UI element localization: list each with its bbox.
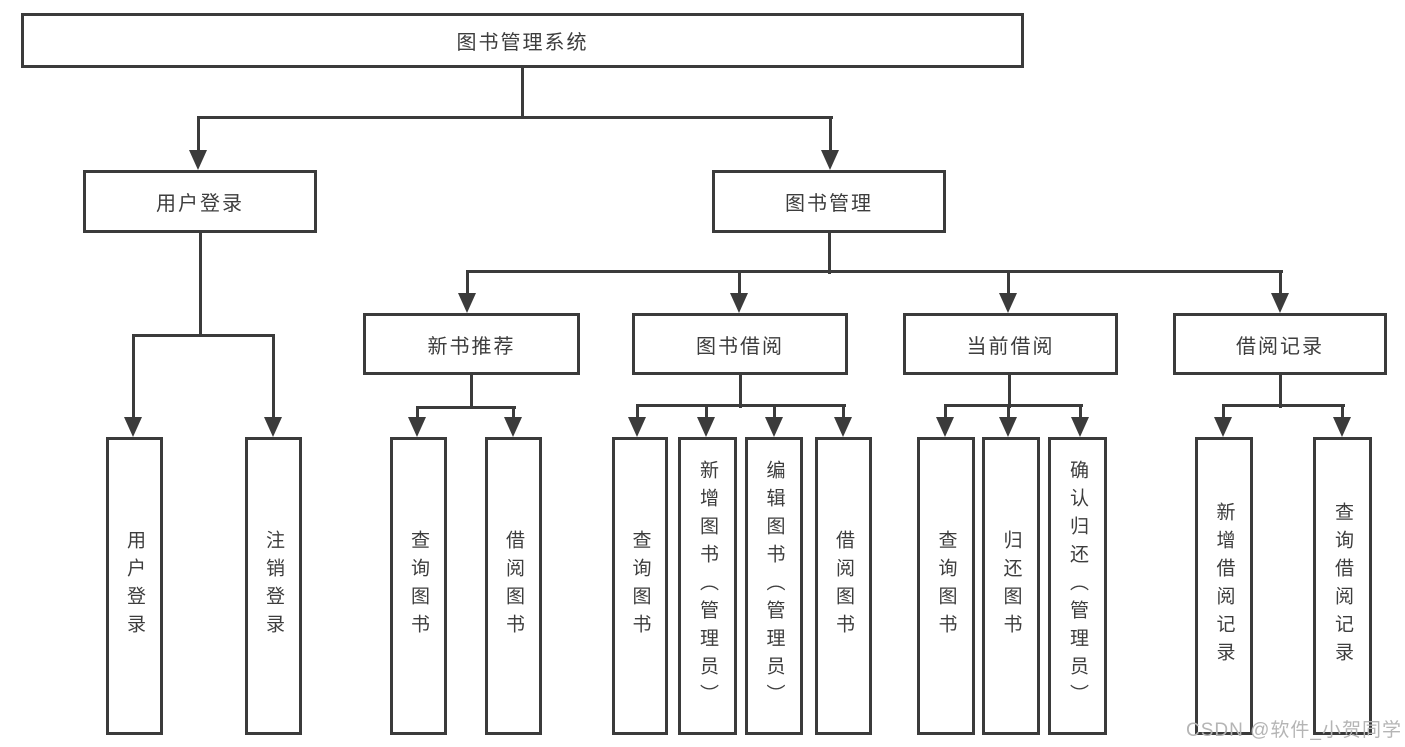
arrow-down-icon <box>124 417 142 437</box>
arrow-down-icon <box>504 417 522 437</box>
connector-bookborrow-arm-3 <box>772 404 776 420</box>
arrow-down-icon <box>834 417 852 437</box>
arrow-down-icon <box>821 150 839 170</box>
node-new-book-recommend: 新书推荐 <box>363 313 580 375</box>
connector-userlogin-crossbar <box>131 334 275 337</box>
connector-userlogin-stem <box>198 233 202 336</box>
connector-root-stem <box>520 68 524 118</box>
leaf-user-login: 用户登录 <box>106 437 163 735</box>
leaf-records-query-record: 查询借阅记录 <box>1313 437 1372 735</box>
csdn-watermark: CSDN @软件_小贺同学 <box>1186 720 1402 741</box>
node-user-login: 用户登录 <box>83 170 317 233</box>
arrow-down-icon <box>765 417 783 437</box>
connector-currentborrow-arm-3 <box>1078 404 1082 420</box>
connector-borrowrecords-arm-1 <box>1221 404 1225 418</box>
leaf-borrow-query-books: 查询图书 <box>612 437 668 735</box>
leaf-current-return-books: 归还图书 <box>982 437 1040 735</box>
connector-bookmgmt-arm-4 <box>1278 270 1282 295</box>
arrow-down-icon <box>697 417 715 437</box>
arrow-down-icon <box>936 417 954 437</box>
leaf-logout: 注销登录 <box>245 437 302 735</box>
connector-bookborrow-arm-1 <box>635 404 639 420</box>
connector-root-arm-right <box>828 116 832 152</box>
connector-userlogin-arm-1 <box>131 334 135 419</box>
connector-bookborrow-crossbar <box>635 404 846 407</box>
connector-newbooks-crossbar <box>415 406 516 409</box>
leaf-newbooks-query-books: 查询图书 <box>390 437 447 735</box>
connector-newbooks-stem <box>469 375 473 408</box>
connector-userlogin-arm-2 <box>271 334 275 419</box>
arrow-down-icon <box>1214 417 1232 437</box>
connector-bookborrow-stem <box>738 375 742 408</box>
node-borrow-records: 借阅记录 <box>1173 313 1387 375</box>
leaf-current-query-books: 查询图书 <box>917 437 975 735</box>
arrow-down-icon <box>1071 417 1089 437</box>
connector-root-crossbar <box>196 116 833 119</box>
arrow-down-icon <box>1271 293 1289 313</box>
node-current-borrow: 当前借阅 <box>903 313 1118 375</box>
arrow-down-icon <box>458 293 476 313</box>
leaf-records-add-record: 新增借阅记录 <box>1195 437 1253 735</box>
node-book-management: 图书管理 <box>712 170 946 233</box>
connector-bookborrow-arm-4 <box>841 404 845 420</box>
arrow-down-icon <box>189 150 207 170</box>
connector-newbooks-arm-1 <box>415 406 419 420</box>
arrow-down-icon <box>999 293 1017 313</box>
leaf-borrow-edit-books-admin: 编辑图书（管理员） <box>745 437 803 735</box>
connector-currentborrow-arm-2 <box>1006 404 1010 420</box>
connector-bookmgmt-arm-1 <box>465 270 469 295</box>
connector-newbooks-arm-2 <box>511 406 515 420</box>
connector-bookmgmt-stem <box>827 233 831 274</box>
leaf-borrow-add-books-admin: 新增图书（管理员） <box>678 437 737 735</box>
connector-bookmgmt-arm-2 <box>737 270 741 295</box>
connector-borrowrecords-arm-2 <box>1340 404 1344 418</box>
connector-currentborrow-arm-1 <box>943 404 947 420</box>
connector-root-arm-left <box>196 116 200 152</box>
node-root: 图书管理系统 <box>21 13 1024 68</box>
connector-bookmgmt-arm-3 <box>1006 270 1010 295</box>
arrow-down-icon <box>628 417 646 437</box>
connector-borrowrecords-crossbar <box>1221 404 1345 407</box>
connector-currentborrow-crossbar <box>943 404 1083 407</box>
node-book-borrow: 图书借阅 <box>632 313 848 375</box>
arrow-down-icon <box>999 417 1017 437</box>
arrow-down-icon <box>408 417 426 437</box>
arrow-down-icon <box>1333 417 1351 437</box>
connector-bookborrow-arm-2 <box>704 404 708 420</box>
leaf-current-confirm-return-admin: 确认归还（管理员） <box>1048 437 1107 735</box>
arrow-down-icon <box>264 417 282 437</box>
connector-borrowrecords-stem <box>1278 375 1282 408</box>
leaf-newbooks-borrow-books: 借阅图书 <box>485 437 542 735</box>
arrow-down-icon <box>730 293 748 313</box>
connector-bookmgmt-crossbar <box>465 270 1283 273</box>
leaf-borrow-borrow-books: 借阅图书 <box>815 437 872 735</box>
connector-currentborrow-stem <box>1007 375 1011 408</box>
